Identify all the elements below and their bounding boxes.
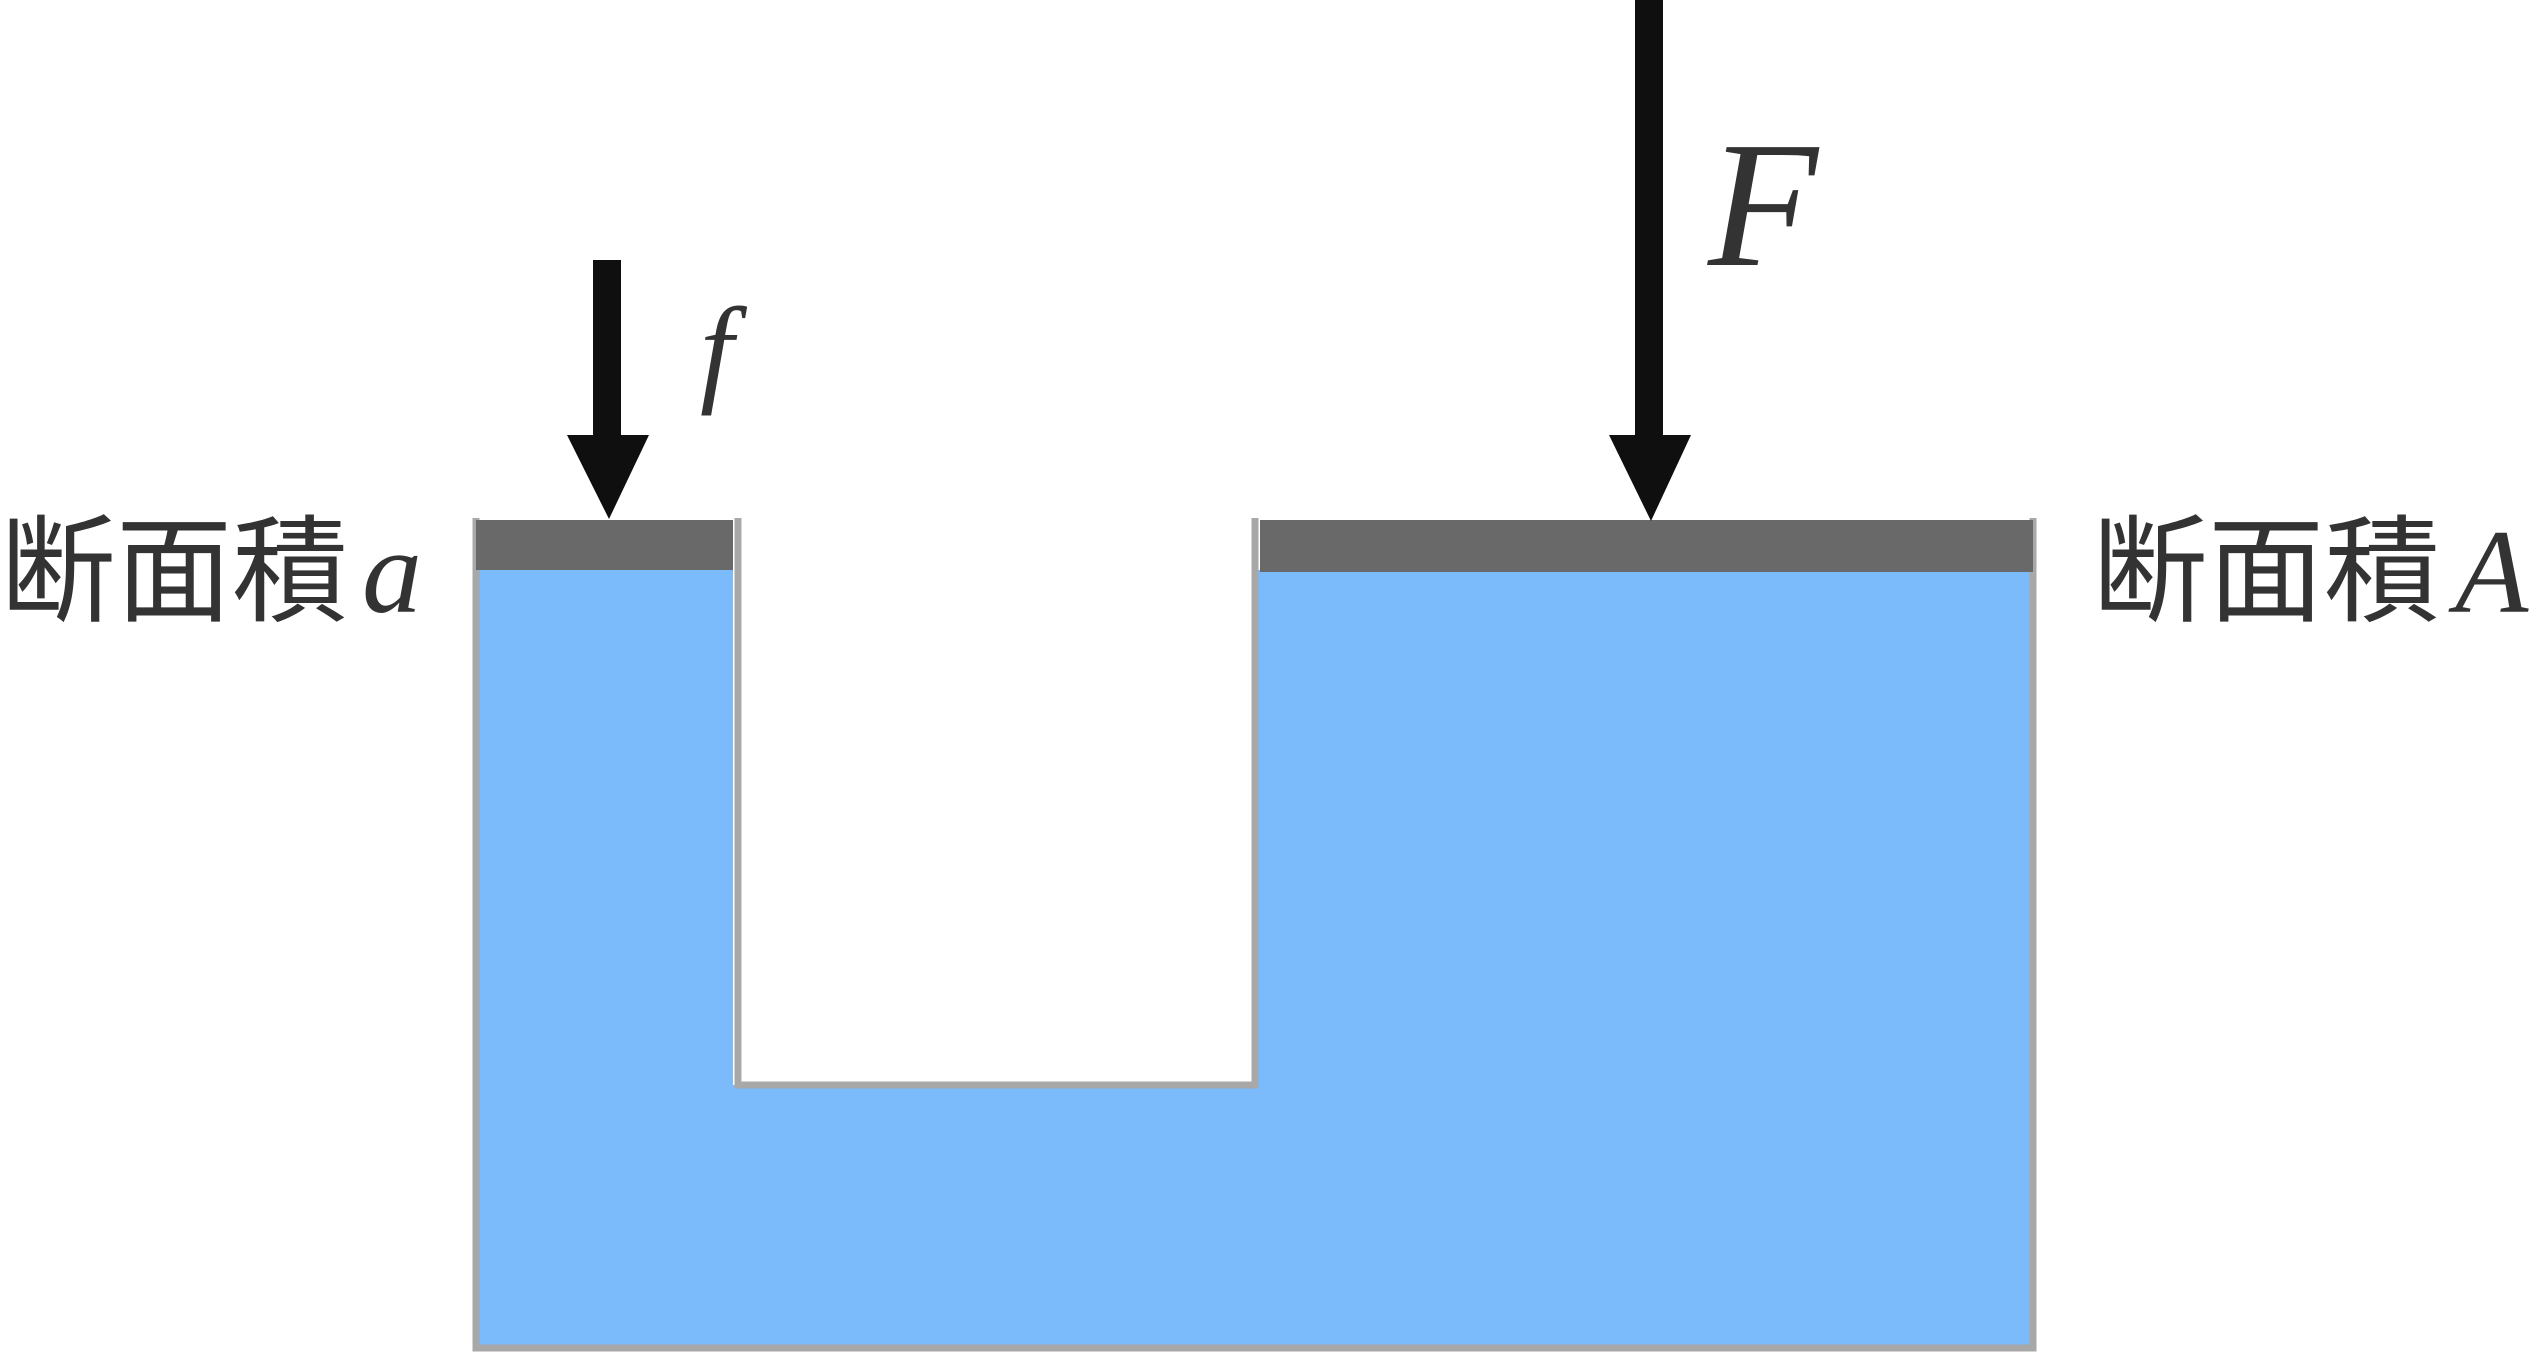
left-area-label: 断面積 a (0, 505, 422, 640)
fluid-body (476, 570, 2033, 1348)
right-area-text: 断面積 (2092, 505, 2440, 640)
inner-wall (734, 518, 1259, 1089)
left-area-text: 断面積 (0, 505, 348, 640)
container-wall (472, 518, 2037, 1352)
small-piston (476, 520, 733, 570)
left-area-variable: a (362, 505, 422, 638)
right-area-variable: A (2448, 505, 2529, 638)
large-force-arrow (1609, 0, 1691, 521)
small-force-arrow (567, 260, 649, 519)
large-piston (1260, 520, 2033, 572)
small-force-label: f (700, 283, 748, 416)
right-area-label: 断面積 A (2092, 505, 2529, 640)
large-force-label: F (1707, 105, 1820, 304)
